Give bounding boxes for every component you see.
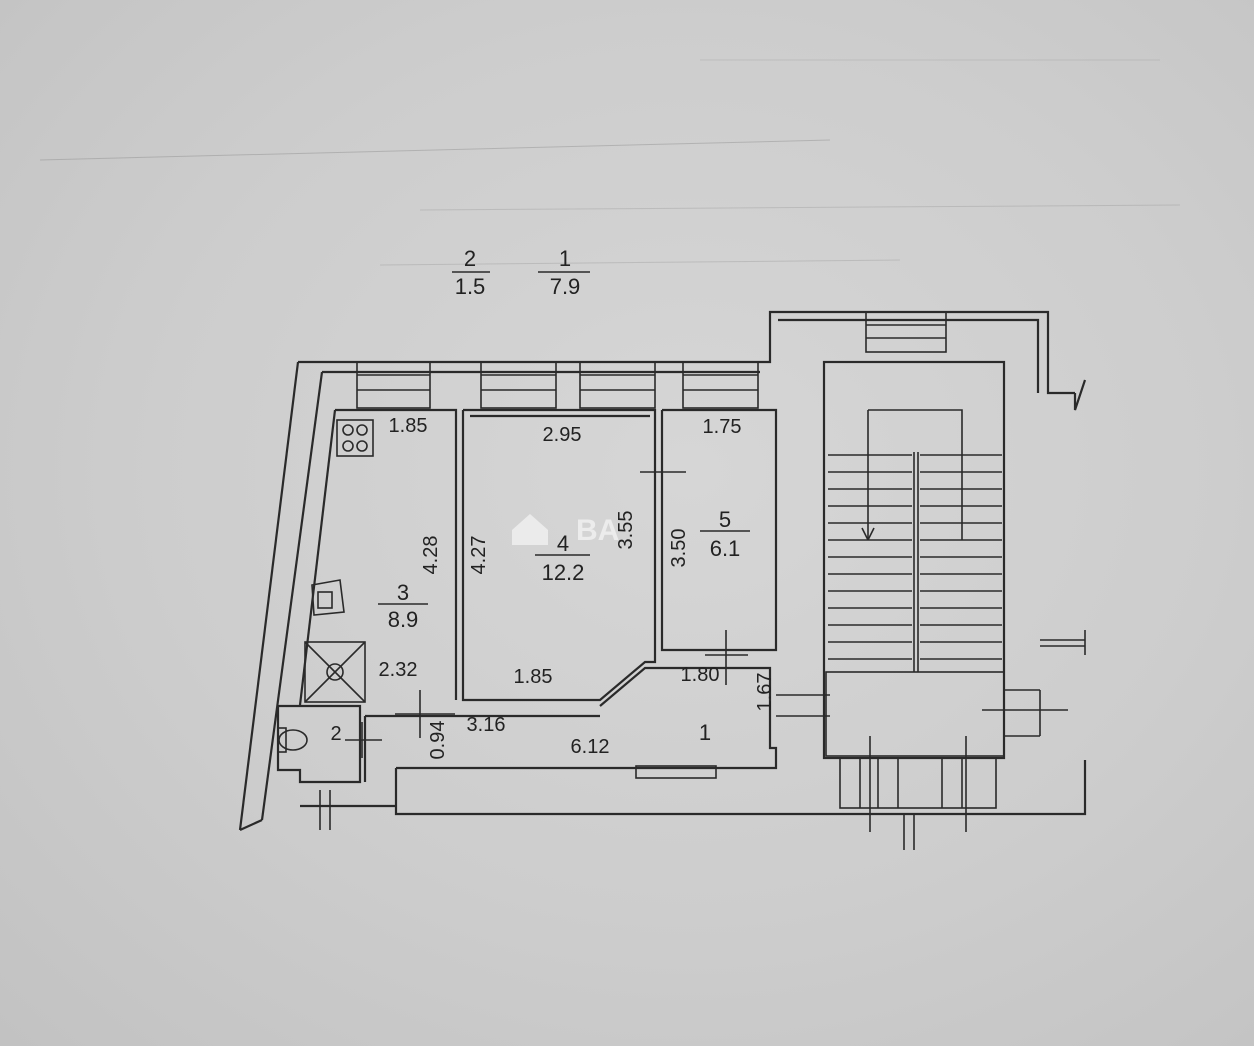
room-5-number: 5 (719, 507, 731, 532)
room-4-label: 4 12.2 (535, 531, 590, 585)
shower-tray-icon (304, 641, 366, 703)
stairwell-bottom-windows (839, 736, 997, 850)
room-5 (660, 408, 778, 685)
room-5-area: 6.1 (710, 536, 741, 561)
stairwell (822, 360, 1086, 832)
room-2-label: 2 (330, 723, 341, 745)
watermark-text: BA (576, 514, 619, 547)
room-4-area: 12.2 (542, 560, 585, 585)
toilet-icon (278, 729, 308, 751)
room-4-number: 4 (557, 531, 569, 556)
sink-icon (311, 579, 345, 616)
room-2-wc (276, 704, 382, 830)
dimensions: 1.85 2.95 1.75 4.28 4.27 3.55 3.50 2.32 … (379, 415, 776, 759)
watermark: BA (512, 514, 619, 547)
stair-arrow-icon (861, 527, 875, 541)
dim-2-32: 2.32 (379, 659, 418, 681)
fraction-2-area: 1.5 (455, 274, 486, 299)
dim-0-94: 0.94 (427, 721, 449, 760)
room-1-corridor (363, 666, 830, 782)
fraction-2: 2 1.5 (452, 246, 490, 299)
dim-3-50: 3.50 (668, 529, 690, 568)
room-3-number: 3 (397, 580, 409, 605)
room-3 (298, 408, 458, 706)
dim-4-28: 4.28 (420, 536, 442, 575)
stair-steps (828, 454, 1002, 660)
fraction-1-area: 7.9 (550, 274, 581, 299)
dim-1-85-bottom: 1.85 (514, 666, 553, 688)
room-3-area: 8.9 (388, 607, 419, 632)
room-1-label: 1 (699, 720, 711, 745)
dim-1-80: 1.80 (681, 664, 720, 686)
dim-1-75: 1.75 (703, 416, 742, 438)
room-5-label: 5 6.1 (700, 507, 750, 561)
dim-6-12: 6.12 (571, 736, 610, 758)
dim-3-55: 3.55 (615, 511, 637, 550)
dim-2-95: 2.95 (543, 424, 582, 446)
dim-1-67: 1.67 (754, 673, 776, 712)
fraction-1: 1 7.9 (538, 246, 590, 299)
dim-4-27: 4.27 (468, 536, 490, 575)
windows (356, 311, 947, 409)
scan-artifacts (39, 59, 1181, 266)
fraction-2-number: 2 (464, 246, 476, 271)
dim-3-16: 3.16 (467, 714, 506, 736)
stove-icon (336, 419, 374, 457)
fraction-1-number: 1 (559, 246, 571, 271)
room-3-label: 3 8.9 (378, 580, 428, 632)
dim-1-85-top: 1.85 (389, 415, 428, 437)
